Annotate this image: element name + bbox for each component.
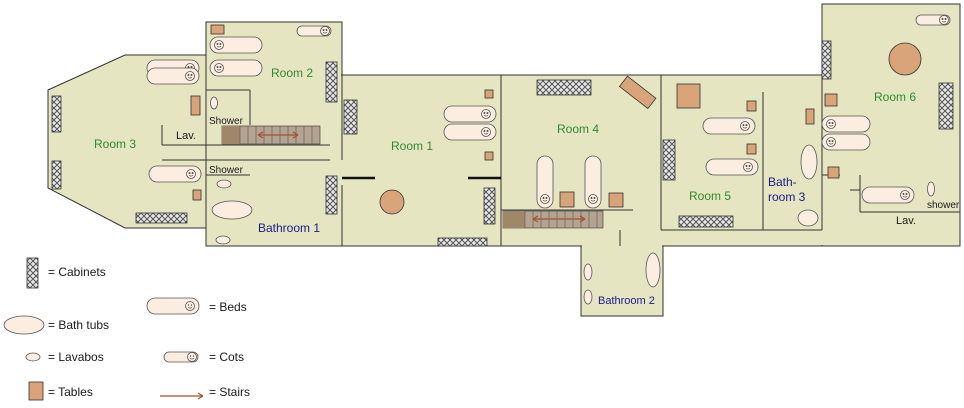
lavabo xyxy=(927,181,935,197)
room2-label: Room 2 xyxy=(271,66,313,80)
cabinet xyxy=(483,187,496,225)
legend-cots: = Cots xyxy=(209,350,244,364)
bathtub xyxy=(645,252,661,288)
lavabo xyxy=(210,96,218,110)
round-table xyxy=(379,189,405,215)
bed xyxy=(821,133,871,151)
bed xyxy=(146,67,200,85)
room4-label: Room 4 xyxy=(557,122,599,136)
stairs-icon xyxy=(160,392,204,400)
bed xyxy=(536,155,554,209)
cabinet xyxy=(938,82,954,130)
room1-label: Room 1 xyxy=(391,139,433,153)
room5-label: Room 5 xyxy=(689,189,731,203)
legend-beds: = Beds xyxy=(209,300,247,314)
shower-label: shower xyxy=(927,200,960,211)
bathroom3-label-line2: room 3 xyxy=(768,190,806,204)
table xyxy=(824,93,838,107)
cabinet xyxy=(821,40,832,80)
cabinet xyxy=(437,237,488,247)
bed xyxy=(148,165,202,183)
bathroom2-label: Bathroom 2 xyxy=(598,295,655,307)
table xyxy=(608,192,624,208)
beds xyxy=(146,36,915,209)
bed xyxy=(209,59,263,77)
lavabo xyxy=(215,235,231,245)
cabinet xyxy=(325,61,338,103)
lavabo xyxy=(797,209,819,227)
bed xyxy=(443,105,497,123)
stairs xyxy=(221,125,604,229)
bathtub xyxy=(800,144,818,180)
table xyxy=(210,24,225,35)
bathtub xyxy=(211,200,253,220)
bed xyxy=(861,186,915,204)
round-table xyxy=(888,42,922,76)
legend-bathtubs: = Bath tubs xyxy=(48,318,109,332)
lavabo xyxy=(583,289,593,305)
bathtub-icon xyxy=(3,315,45,335)
legend: = Cabinets = Bath tubs = Lavabos = Table… xyxy=(3,257,250,401)
cabinet xyxy=(678,215,734,228)
cabinet xyxy=(536,79,592,96)
table xyxy=(618,75,657,110)
cabinet xyxy=(343,99,358,135)
cabinet xyxy=(51,95,62,133)
table xyxy=(676,83,701,109)
cabinet xyxy=(325,175,338,215)
table xyxy=(746,143,757,155)
cabinet xyxy=(135,212,188,224)
room6-label: Room 6 xyxy=(874,90,916,104)
cabinet xyxy=(662,139,676,181)
shower-label: Shower xyxy=(209,116,244,127)
legend-tables: = Tables xyxy=(48,385,93,399)
cabinet xyxy=(51,160,62,190)
table xyxy=(827,166,840,179)
lav-label: Lav. xyxy=(176,130,196,142)
table-icon xyxy=(28,381,44,401)
bed xyxy=(584,155,602,209)
legend-stairs: = Stairs xyxy=(209,385,250,399)
bed xyxy=(209,36,263,54)
bed-icon xyxy=(146,297,200,315)
bed xyxy=(702,117,756,135)
room3-label: Room 3 xyxy=(94,137,136,151)
bathroom1-label: Bathroom 1 xyxy=(258,221,320,235)
shower-label: Shower xyxy=(209,165,244,176)
bathroom3-label-line1: Bath- xyxy=(768,175,797,189)
table xyxy=(746,100,757,112)
table xyxy=(805,108,815,125)
table xyxy=(190,95,201,116)
bed xyxy=(705,158,759,176)
lavabo xyxy=(216,179,232,189)
table xyxy=(192,189,202,201)
legend-cabinets: = Cabinets xyxy=(48,265,106,279)
table xyxy=(484,151,494,161)
cabinet-icon xyxy=(26,257,39,289)
legend-lavabos: = Lavabos xyxy=(48,350,104,364)
table xyxy=(484,89,494,99)
lav-label: Lav. xyxy=(896,215,916,227)
lavabo-icon xyxy=(25,352,41,362)
interior-walls xyxy=(161,4,960,247)
table xyxy=(559,191,575,208)
bed xyxy=(443,123,497,141)
lavabo xyxy=(583,263,593,281)
bed xyxy=(821,115,871,133)
